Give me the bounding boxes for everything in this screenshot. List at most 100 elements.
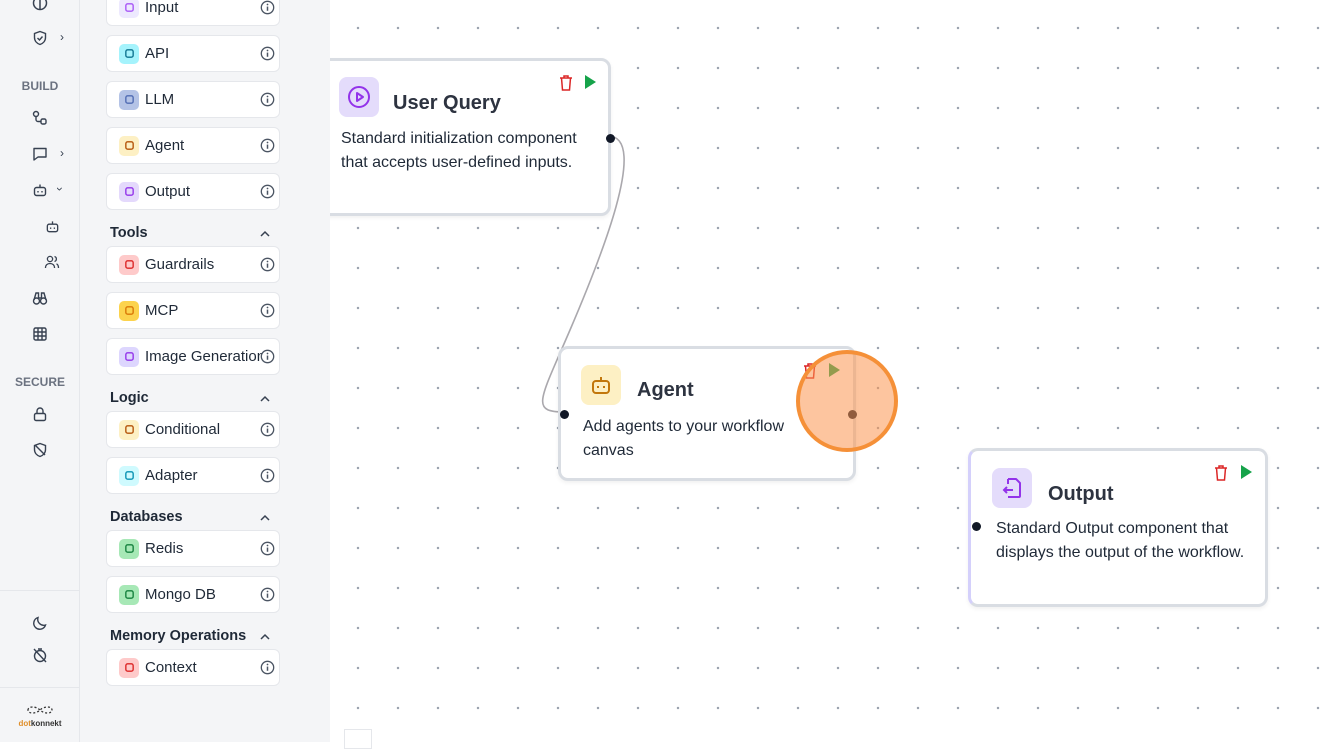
section-title: Tools [110, 225, 148, 241]
shield-check-icon[interactable] [30, 28, 50, 48]
llm-icon [119, 89, 139, 110]
run-icon[interactable] [1241, 465, 1252, 479]
info-icon[interactable] [260, 468, 275, 483]
zoom-control-button[interactable] [344, 729, 372, 749]
brain-icon[interactable] [30, 0, 50, 13]
image-icon [119, 346, 139, 367]
palette-item[interactable]: Agent [106, 127, 280, 164]
info-icon[interactable] [260, 541, 275, 556]
grid-icon[interactable] [30, 324, 50, 344]
run-icon[interactable] [585, 75, 596, 89]
shield-icon [119, 254, 139, 275]
node-title: Agent [637, 379, 694, 401]
node-description: Standard initialization component that a… [341, 130, 577, 171]
file-output-icon [992, 468, 1032, 508]
palette-item-label: Adapter [145, 467, 198, 484]
node-description: Add agents to your workflow canvas [583, 418, 784, 459]
node-user-query[interactable]: User Query Standard initialization compo… [300, 58, 615, 216]
delete-icon[interactable] [1214, 465, 1228, 481]
play-circle-icon [339, 77, 379, 117]
info-icon[interactable] [260, 422, 275, 437]
info-icon[interactable] [260, 92, 275, 107]
palette-item-label: MCP [145, 302, 179, 319]
users-icon[interactable] [42, 252, 62, 272]
bot-icon[interactable] [30, 180, 50, 200]
info-icon[interactable] [260, 349, 275, 364]
info-icon[interactable] [260, 587, 275, 602]
plug-icon [119, 465, 139, 486]
chevron-up-icon[interactable] [258, 630, 272, 644]
palette-item-label: Mongo DB [145, 586, 216, 603]
redis-icon [119, 538, 139, 559]
chevron-right-icon[interactable]: › [60, 146, 64, 160]
palette-item-label: Input [145, 0, 179, 16]
palette-item-label: Image Generation [145, 348, 266, 365]
component-palette: Input API LLM Agent Output Tools Guardra… [80, 0, 330, 716]
palette-item[interactable]: Conditional [106, 411, 280, 448]
api-icon [119, 43, 139, 64]
shield-off-icon[interactable] [30, 440, 50, 460]
palette-item[interactable]: MCP [106, 292, 280, 329]
input-handle[interactable] [560, 410, 569, 419]
section-label-secure: SECURE [14, 375, 65, 389]
divider [0, 590, 80, 591]
play-circle-icon [119, 0, 139, 18]
palette-item[interactable]: Image Generation [106, 338, 280, 375]
palette-item-label: API [145, 45, 170, 62]
workflow-icon[interactable] [30, 108, 50, 128]
palette-footer [80, 716, 330, 742]
palette-item[interactable]: Mongo DB [106, 576, 280, 613]
node-description: Standard Output component that displays … [996, 520, 1245, 561]
info-icon[interactable] [260, 184, 275, 199]
palette-item-label: Output [145, 183, 191, 200]
info-icon[interactable] [260, 660, 275, 675]
palette-item[interactable]: API [106, 35, 280, 72]
node-output[interactable]: Output Standard Output component that di… [968, 448, 1268, 607]
section-title: Databases [110, 509, 183, 525]
palette-item[interactable]: Input [106, 0, 280, 26]
palette-item-label: Conditional [145, 421, 221, 438]
palette-item-label: Agent [145, 137, 185, 154]
delete-icon[interactable] [559, 75, 573, 91]
server-icon [119, 300, 139, 321]
info-icon[interactable] [260, 0, 275, 15]
node-title: User Query [393, 92, 501, 114]
info-icon[interactable] [260, 46, 275, 61]
palette-item-label: Redis [145, 540, 184, 557]
palette-item[interactable]: Redis [106, 530, 280, 567]
input-handle[interactable] [972, 522, 981, 531]
palette-item[interactable]: LLM [106, 81, 280, 118]
palette-item-label: Guardrails [145, 256, 215, 273]
split-icon [119, 419, 139, 440]
agent-bot-icon[interactable] [42, 216, 62, 236]
memory-icon [119, 657, 139, 678]
chevron-down-icon[interactable]: › [53, 187, 67, 191]
chat-icon[interactable] [30, 144, 50, 164]
bot-icon [119, 135, 139, 156]
output-handle[interactable] [606, 134, 615, 143]
chevron-right-icon[interactable]: › [60, 30, 64, 44]
node-agent[interactable]: Agent Add agents to your workflow canvas [558, 346, 857, 481]
palette-item[interactable]: Guardrails [106, 246, 280, 283]
dotkonnekt-logo[interactable]: dotkonnekt [18, 703, 62, 728]
info-icon[interactable] [260, 257, 275, 272]
palette-item[interactable]: Adapter [106, 457, 280, 494]
chevron-up-icon[interactable] [258, 511, 272, 525]
palette-item-label: LLM [145, 91, 175, 108]
cursor-highlight [796, 350, 898, 452]
palette-item-label: Context [145, 659, 197, 676]
section-label-build: BUILD [21, 79, 59, 93]
section-title: Logic [110, 390, 149, 406]
binoculars-icon[interactable] [30, 288, 50, 308]
lock-icon[interactable] [30, 404, 50, 424]
info-icon[interactable] [260, 138, 275, 153]
moon-icon[interactable] [30, 613, 50, 633]
timer-off-icon[interactable] [30, 645, 50, 665]
section-title: Memory Operations [110, 628, 247, 644]
info-icon[interactable] [260, 303, 275, 318]
chevron-up-icon[interactable] [258, 227, 272, 241]
palette-item[interactable]: Output [106, 173, 280, 210]
chevron-up-icon[interactable] [258, 392, 272, 406]
palette-item[interactable]: Context [106, 649, 280, 686]
file-output-icon [119, 181, 139, 202]
